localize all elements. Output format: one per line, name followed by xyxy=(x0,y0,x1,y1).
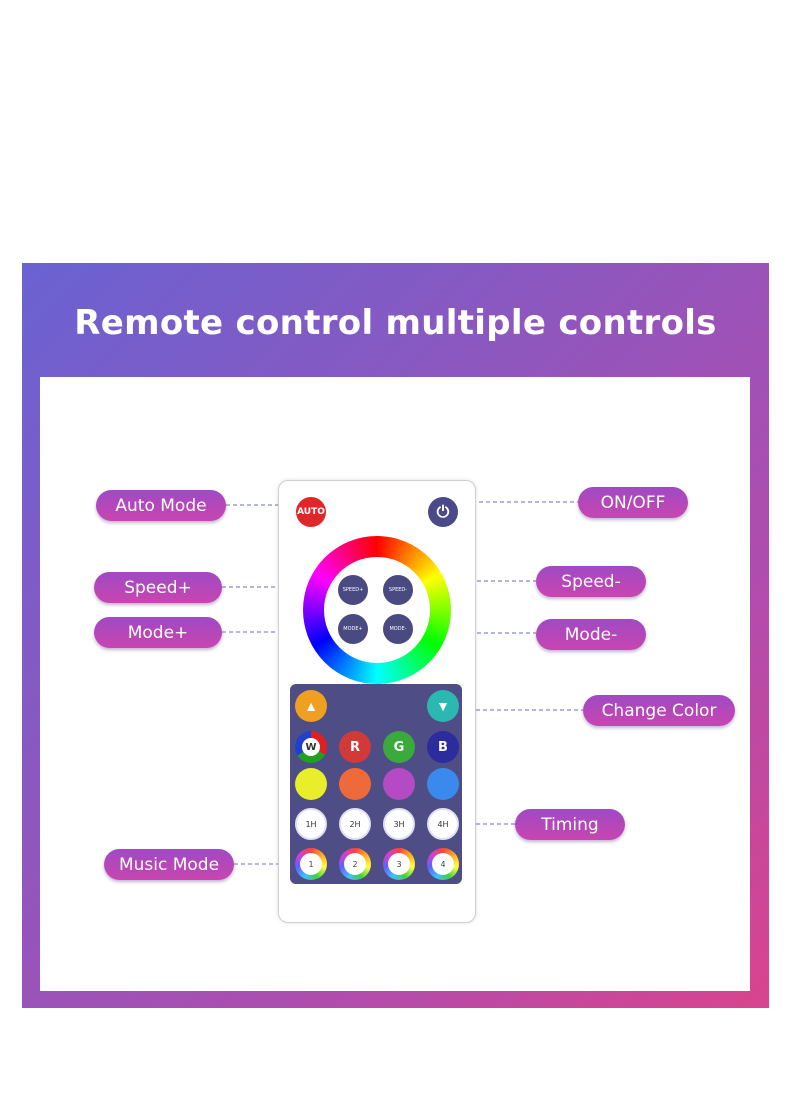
brightness-up-icon: ▲ xyxy=(304,698,318,714)
mode-minus-button-label: MODE- xyxy=(389,626,407,632)
speed-plus-button[interactable]: SPEED+ xyxy=(338,575,368,605)
speed-minus-button-label: SPEED- xyxy=(388,587,408,593)
music-4-button[interactable]: 4 xyxy=(427,848,459,880)
color-wheel-center xyxy=(324,557,430,663)
music-1-label: 1 xyxy=(300,853,322,875)
blue-button-label: B xyxy=(438,739,448,755)
timer-1h-button[interactable]: 1H xyxy=(295,808,327,840)
brightness-down-icon: ▼ xyxy=(436,698,450,714)
red-button[interactable]: R xyxy=(339,731,371,763)
music-3-button[interactable]: 3 xyxy=(383,848,415,880)
mode-plus-label: Mode+ xyxy=(94,617,222,648)
blue-button[interactable]: B xyxy=(427,731,459,763)
speed-plus-button-label: SPEED+ xyxy=(342,587,364,593)
speed-minus-label: Speed- xyxy=(536,566,646,597)
timer-2h-button[interactable]: 2H xyxy=(339,808,371,840)
auto-button[interactable]: AUTO xyxy=(296,497,326,527)
mode-minus-button[interactable]: MODE- xyxy=(383,614,413,644)
white-button[interactable]: W xyxy=(295,731,327,763)
brightness-down-button[interactable]: ▼ xyxy=(427,690,459,722)
light-blue-swatch-button[interactable] xyxy=(427,768,459,800)
power-button[interactable]: ⏻ xyxy=(428,497,458,527)
music-3-label: 3 xyxy=(388,853,410,875)
white-button-label: W xyxy=(302,738,320,756)
on-off-label: ON/OFF xyxy=(578,487,688,518)
mode-plus-button-label: MODE+ xyxy=(343,626,363,632)
speed-minus-button[interactable]: SPEED- xyxy=(383,575,413,605)
speed-plus-label: Speed+ xyxy=(94,572,222,603)
music-4-label: 4 xyxy=(432,853,454,875)
auto-button-label: AUTO xyxy=(297,507,325,517)
timer-3h-label: 3H xyxy=(393,819,405,829)
timing-label: Timing xyxy=(515,809,625,840)
orange-swatch-button[interactable] xyxy=(339,768,371,800)
music-mode-label: Music Mode xyxy=(104,849,234,880)
yellow-swatch-button[interactable] xyxy=(295,768,327,800)
red-button-label: R xyxy=(349,739,360,755)
power-icon: ⏻ xyxy=(436,502,450,521)
timer-2h-label: 2H xyxy=(349,819,361,829)
timer-4h-label: 4H xyxy=(437,819,449,829)
music-1-button[interactable]: 1 xyxy=(295,848,327,880)
brightness-up-button[interactable]: ▲ xyxy=(295,690,327,722)
mode-minus-label: Mode- xyxy=(536,619,646,650)
music-2-button[interactable]: 2 xyxy=(339,848,371,880)
auto-mode-label: Auto Mode xyxy=(96,490,226,521)
timer-4h-button[interactable]: 4H xyxy=(427,808,459,840)
timer-3h-button[interactable]: 3H xyxy=(383,808,415,840)
green-button-label: G xyxy=(393,739,405,755)
music-2-label: 2 xyxy=(344,853,366,875)
mode-plus-button[interactable]: MODE+ xyxy=(338,614,368,644)
purple-swatch-button[interactable] xyxy=(383,768,415,800)
change-color-label: Change Color xyxy=(583,695,735,726)
timer-1h-label: 1H xyxy=(305,819,317,829)
page-title: Remote control multiple controls xyxy=(74,303,717,343)
green-button[interactable]: G xyxy=(383,731,415,763)
